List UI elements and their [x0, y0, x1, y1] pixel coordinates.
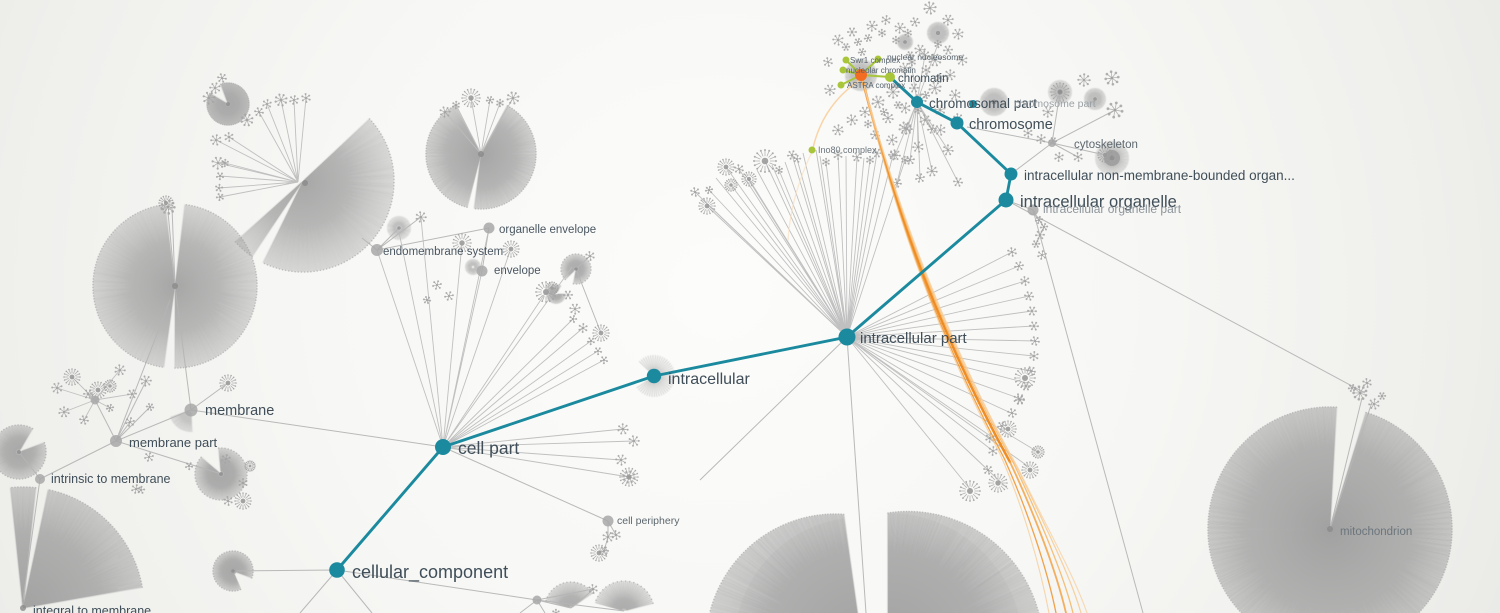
svg-text:mitochondrion: mitochondrion [1340, 526, 1412, 538]
svg-text:organelle envelope: organelle envelope [499, 224, 596, 236]
svg-text:nucleolar chromatin: nucleolar chromatin [846, 66, 916, 75]
svg-text:intrinsic to membrane: intrinsic to membrane [51, 472, 171, 486]
svg-text:endomembrane system: endomembrane system [383, 246, 503, 258]
svg-text:integral to membrane: integral to membrane [33, 604, 151, 613]
svg-text:nuclear nucleosome: nuclear nucleosome [887, 52, 963, 62]
svg-text:intracellular part: intracellular part [860, 330, 968, 347]
svg-text:cytoskeleton: cytoskeleton [1074, 139, 1138, 151]
svg-text:cell part: cell part [458, 438, 519, 458]
svg-text:Swr1 complex: Swr1 complex [850, 56, 900, 65]
svg-text:chromosome part: chromosome part [1014, 98, 1096, 110]
svg-text:intracellular non-membrane-bou: intracellular non-membrane-bounded organ… [1024, 168, 1295, 183]
svg-text:cellular_component: cellular_component [352, 562, 508, 583]
svg-text:membrane part: membrane part [129, 435, 218, 450]
svg-text:envelope: envelope [494, 265, 541, 277]
svg-text:intracellular: intracellular [668, 371, 750, 388]
svg-text:chromatin: chromatin [898, 73, 949, 85]
svg-text:chromosome: chromosome [969, 117, 1053, 133]
svg-text:membrane: membrane [205, 403, 274, 419]
svg-text:Ino80 complex: Ino80 complex [818, 145, 877, 155]
svg-text:ASTRA complex: ASTRA complex [847, 81, 905, 90]
svg-text:cell periphery: cell periphery [617, 515, 680, 527]
svg-text:chromosomal part: chromosomal part [929, 96, 1037, 111]
svg-text:intracellular organelle part: intracellular organelle part [1043, 202, 1182, 216]
svg-text:intracellular organelle: intracellular organelle [1020, 193, 1177, 211]
